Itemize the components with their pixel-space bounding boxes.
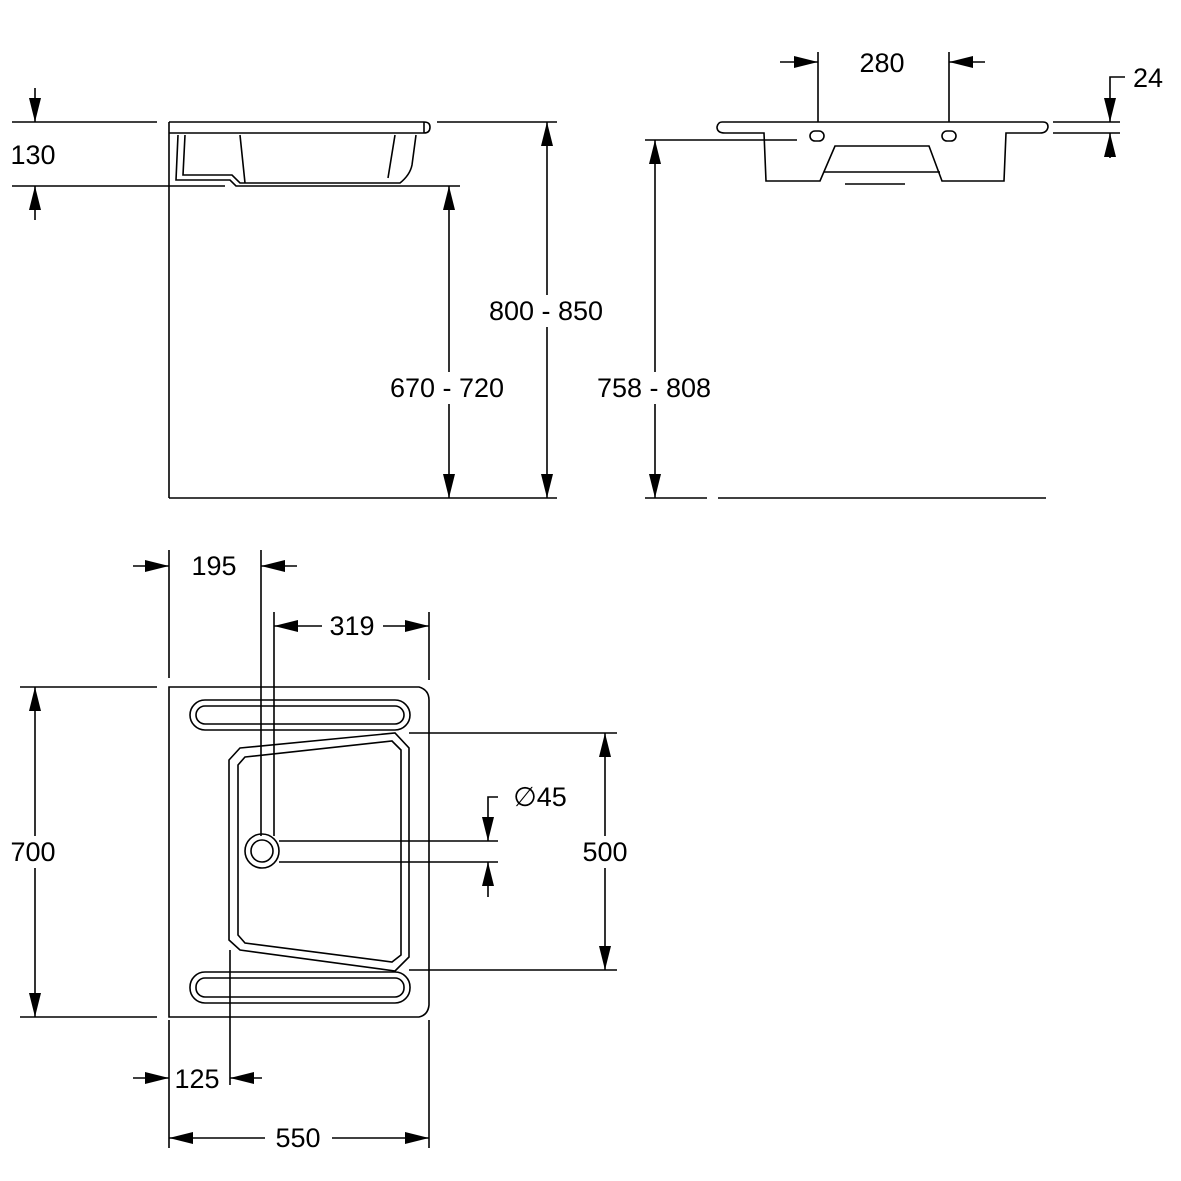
basin-front-profile [716, 121, 1049, 185]
side-view: 130 670 - 720 800 - 850 [10, 88, 610, 499]
front-view: 280 24 758 - 808 [590, 48, 1163, 499]
dim-drain-diameter: ∅45 [513, 782, 567, 812]
dim-bowl-depth: 500 [582, 837, 627, 867]
tap-hole [809, 130, 825, 142]
dim-underside-height: 670 - 720 [390, 373, 504, 403]
dim-tap-hole-height: 758 - 808 [597, 373, 711, 403]
dim-basin-height: 130 [10, 140, 55, 170]
dim-rim-height: 800 - 850 [489, 296, 603, 326]
bowl-outline [228, 732, 410, 972]
towel-slot-bottom [189, 971, 411, 1004]
dim-bowl-offset: 125 [174, 1064, 219, 1094]
plan-view: 195 319 700 500 ∅45 125 550 [5, 550, 634, 1153]
leader-line [1109, 76, 1125, 122]
dim-width: 550 [275, 1123, 320, 1153]
dim-rim-thickness: 24 [1133, 63, 1163, 93]
tap-hole [941, 130, 957, 142]
dim-drain-from-left: 195 [191, 551, 236, 581]
dim-drain-to-right: 319 [329, 611, 374, 641]
towel-slot-top [189, 699, 411, 731]
dim-depth: 700 [10, 837, 55, 867]
basin-outline [168, 686, 430, 1018]
dim-tap-holes-spacing: 280 [859, 48, 904, 78]
leader-line [487, 796, 498, 841]
basin-side-profile [169, 121, 431, 187]
drain [244, 833, 280, 869]
